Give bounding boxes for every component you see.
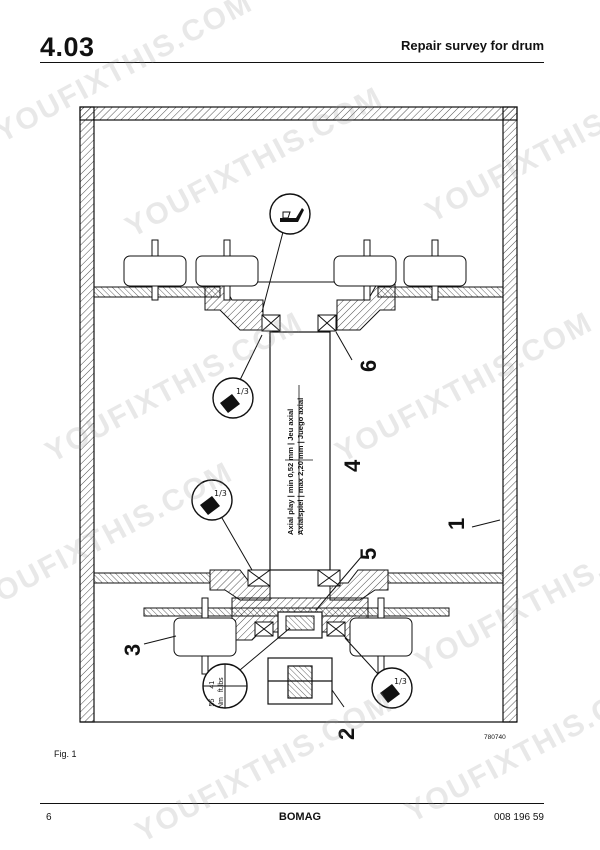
torque-nm-unit: Nm (218, 697, 225, 708)
grease-tube-icon: 1/3 (191, 479, 253, 571)
figure-label: Fig. 1 (54, 749, 77, 759)
svg-text:1/3: 1/3 (394, 677, 407, 686)
drawing-number: 780740 (484, 734, 506, 741)
axial-play-en: Axial play (286, 499, 295, 535)
axial-play-de: Axialspiel (296, 499, 305, 535)
page-title: Repair survey for drum (400, 38, 544, 53)
document-number: 008 196 59 (493, 812, 544, 823)
callout-4: 4 (340, 459, 365, 472)
header-rule (40, 62, 544, 63)
footer-rule (40, 803, 544, 804)
torque-nm-value: 55 (209, 698, 216, 707)
drum-shell (79, 106, 518, 723)
upper-rubber-buffers (123, 239, 467, 301)
grease-tube-icon: 1/3 (344, 637, 413, 709)
axial-play-fr: Jeu axial (286, 408, 295, 441)
callout-5: 5 (356, 547, 381, 560)
drive-flange (143, 597, 450, 641)
oil-can-icon (261, 193, 311, 313)
drive-motor (267, 657, 333, 705)
torque-wrench-icon (202, 627, 291, 709)
axle-shaft (269, 331, 331, 571)
svg-text:1/3: 1/3 (214, 489, 227, 498)
lower-rubber-buffers (173, 597, 413, 675)
lower-bulkhead (93, 569, 504, 601)
callout-3: 3 (120, 643, 145, 656)
torque-ftlbs-unit: ft.lbs (218, 677, 225, 693)
svg-text:1/3: 1/3 (236, 387, 249, 396)
section-number: 4.03 (40, 32, 95, 62)
grease-tube-icon: 1/3 (212, 334, 263, 419)
page-number: 6 (46, 812, 52, 823)
axial-play-max: max 2,20 mm (296, 445, 305, 494)
callout-6: 6 (356, 359, 381, 372)
axial-play-spec: Axial play | min 0,52 mm | Jeu axial Axi… (286, 397, 305, 535)
brand-name: BOMAG (278, 811, 322, 823)
callout-1: 1 (444, 517, 469, 530)
torque-spec: 55 Nm 41 ft.lbs (208, 677, 226, 708)
callout-leaders (143, 331, 501, 708)
axial-play-min: min 0,52 mm (286, 447, 295, 494)
axial-play-es: Juego axial (296, 397, 305, 440)
torque-ftlbs-value: 41 (209, 680, 216, 689)
callout-2: 2 (334, 727, 359, 740)
